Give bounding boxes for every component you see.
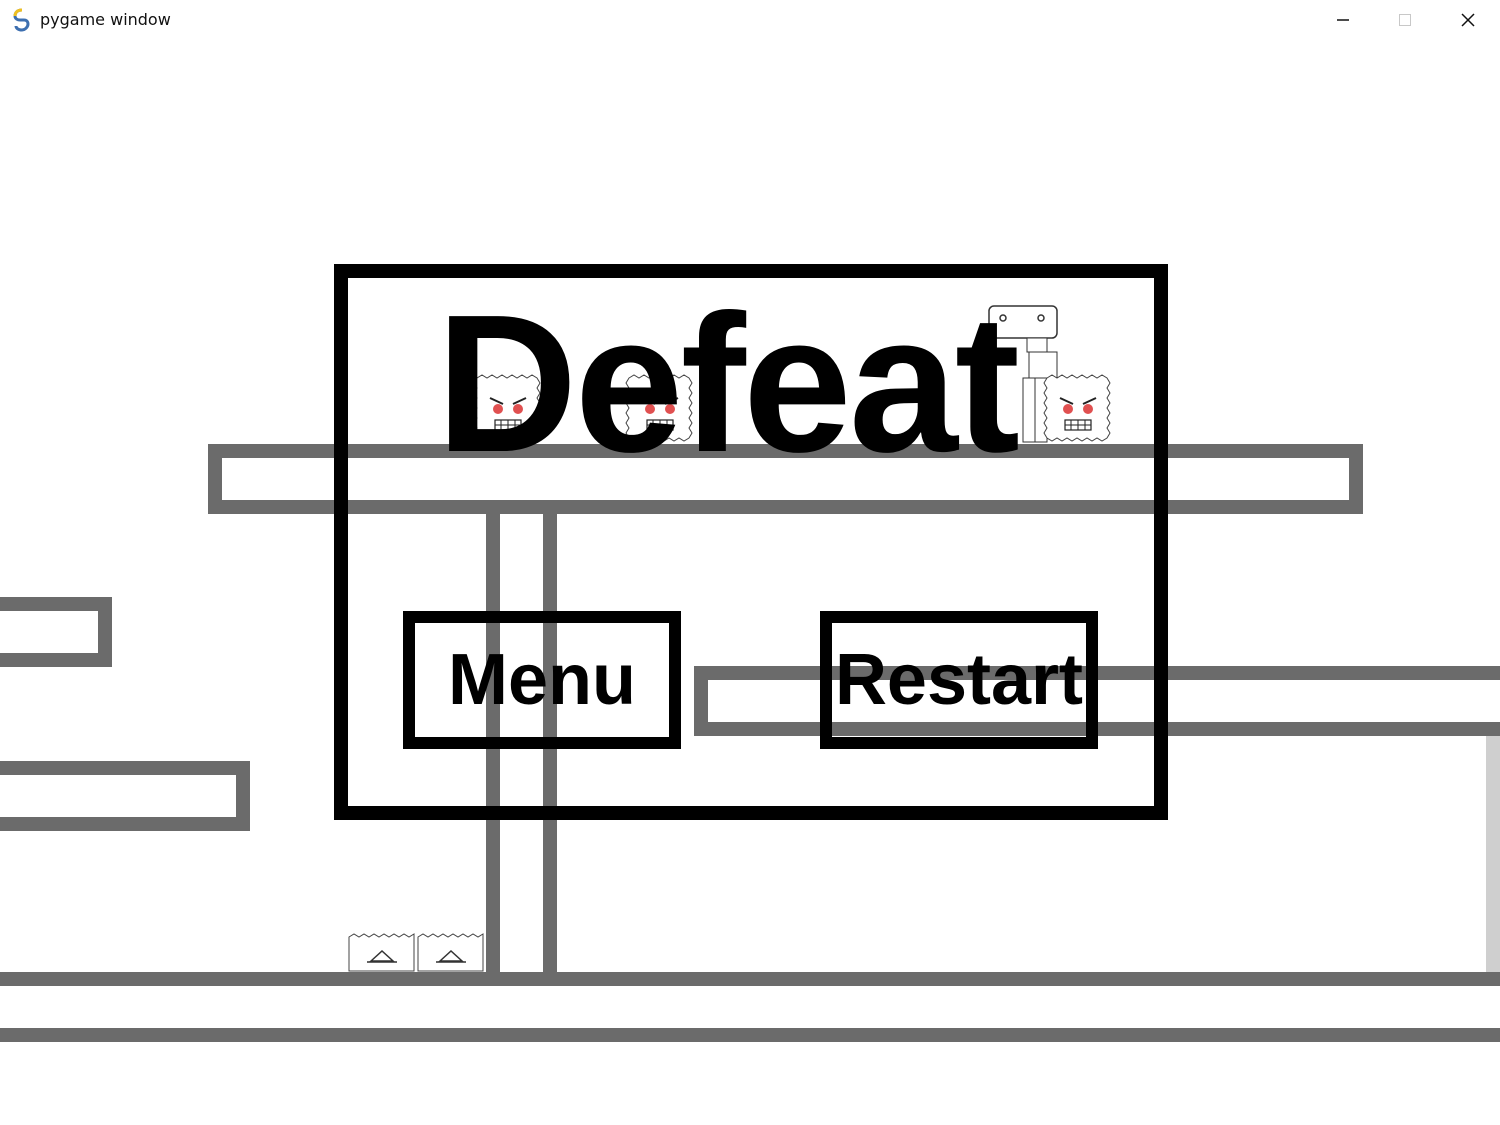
window-title: pygame window <box>40 10 171 29</box>
defeat-dialog <box>334 264 1168 820</box>
platform-ground <box>0 972 1500 1042</box>
menu-button[interactable]: Menu <box>403 611 681 749</box>
robot-player-icon <box>988 305 1058 443</box>
right-wall <box>1486 736 1500 972</box>
angry-block-enemy-icon <box>625 374 693 442</box>
title-bar[interactable]: pygame window <box>0 0 1500 40</box>
maximize-icon <box>1399 14 1411 26</box>
pygame-snake-icon <box>13 8 30 32</box>
platform-left-small <box>0 597 112 667</box>
angry-block-enemy-icon <box>1043 374 1111 442</box>
platform-left-mid <box>0 761 250 831</box>
defeat-title: Defeat <box>436 274 1020 493</box>
close-icon <box>1461 13 1475 27</box>
minimize-button[interactable] <box>1313 0 1373 40</box>
minimize-icon <box>1337 19 1349 21</box>
spike-trap-icon <box>348 933 415 972</box>
maximize-button[interactable] <box>1375 0 1435 40</box>
spike-trap-icon <box>417 933 484 972</box>
restart-button[interactable]: Restart <box>820 611 1098 749</box>
close-button[interactable] <box>1438 0 1498 40</box>
angry-block-enemy-icon <box>473 374 541 442</box>
